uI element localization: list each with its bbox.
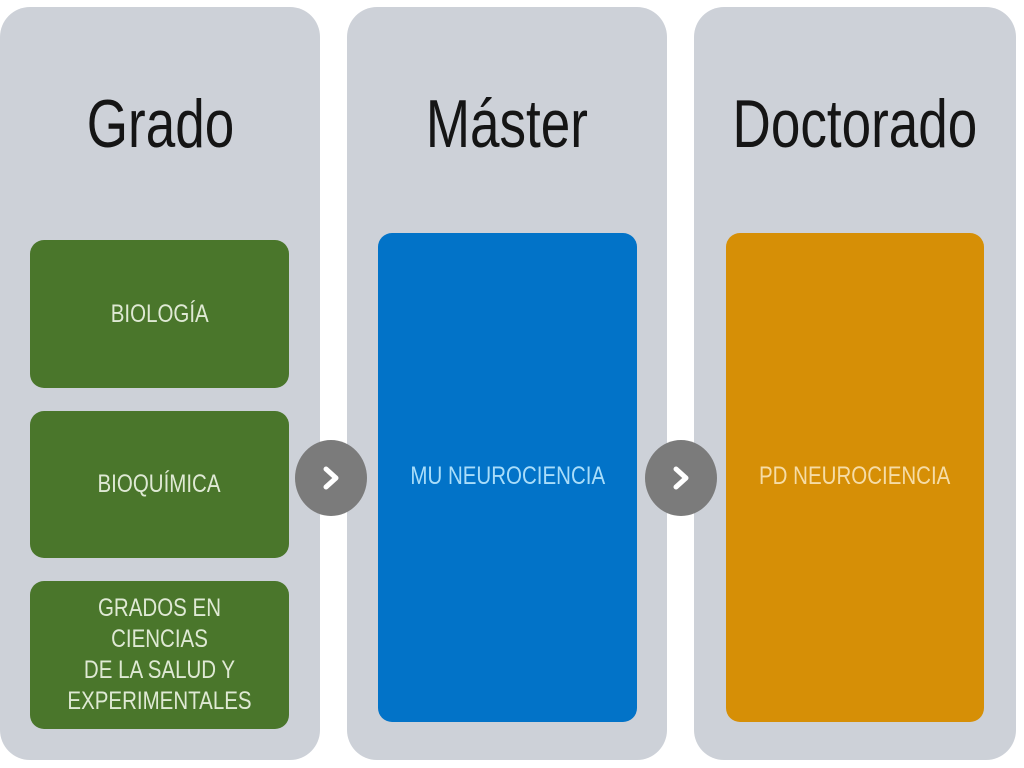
chevron-right-icon xyxy=(645,440,717,516)
chevron-right-icon xyxy=(295,440,367,516)
stage-master-panel: Máster MU NEUROCIENCIA xyxy=(347,7,667,760)
stage-title: Grado xyxy=(86,86,234,162)
stage-title: Doctorado xyxy=(732,86,978,162)
stage-grado-panel: Grado BIOLOGÍA BIOQUÍMICA GRADOS EN CIEN… xyxy=(0,7,320,760)
program-box-mu-neurociencia: MU NEUROCIENCIA xyxy=(378,233,637,722)
program-box-biologia: BIOLOGÍA xyxy=(30,240,289,388)
stage-doctorado-panel: Doctorado PD NEUROCIENCIA xyxy=(694,7,1016,760)
program-box-pd-neurociencia: PD NEUROCIENCIA xyxy=(726,233,984,722)
program-box-bioquimica: BIOQUÍMICA xyxy=(30,411,289,558)
stage-title: Máster xyxy=(425,86,589,162)
program-box-ciencias-salud: GRADOS EN CIENCIAS DE LA SALUD Y EXPERIM… xyxy=(30,581,289,729)
